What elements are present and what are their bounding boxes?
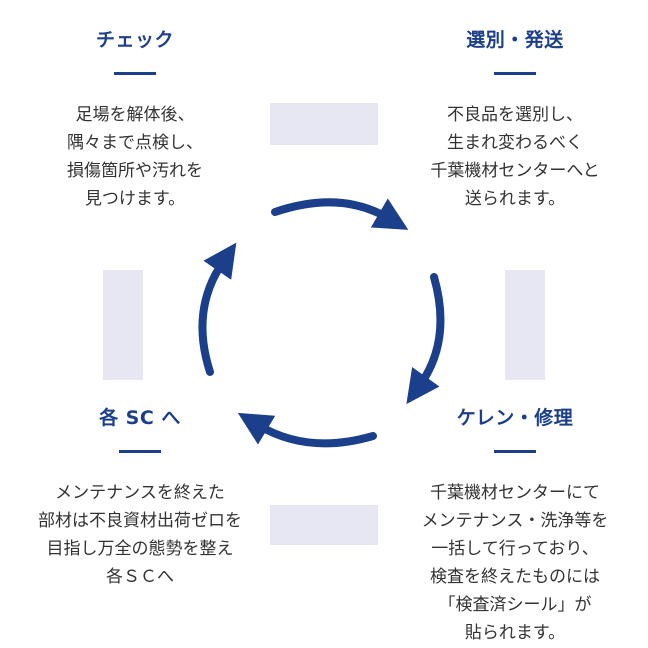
ring-segment-top <box>270 103 378 145</box>
arrow-check-to-sort <box>271 198 409 230</box>
step-check-line: 見つけます。 <box>84 189 186 209</box>
arrow-repair-to-deliver <box>237 412 377 448</box>
arrow-deliver-to-check <box>198 242 237 376</box>
step-clean-repair: ケレン・修理 千葉機材センターにて メンテナンス・洗浄等を 一括して行っており、… <box>400 406 630 647</box>
ring-segment-right <box>505 270 545 380</box>
step-sort-ship-line: 千葉機材センターへと <box>430 161 600 181</box>
step-clean-repair-line: 検査を終えたものには <box>430 567 600 587</box>
step-to-each-sc-divider <box>119 450 161 453</box>
step-check-divider <box>114 72 156 75</box>
step-check-line: 隅々まで点検し、 <box>67 133 203 153</box>
step-to-each-sc-line: メンテナンスを終えた <box>55 483 225 503</box>
ring-segment-bottom <box>270 505 378 545</box>
step-clean-repair-line: 貼られます。 <box>464 623 566 643</box>
step-clean-repair-description: 千葉機材センターにて メンテナンス・洗浄等を 一括して行っており、 検査を終えた… <box>400 479 630 647</box>
step-sort-ship-divider <box>494 72 536 75</box>
step-check-line: 損傷箇所や汚れを <box>67 161 203 181</box>
step-to-each-sc-description: メンテナンスを終えた 部材は不良資材出荷ゼロを 目指し万全の態勢を整え 各ＳＣへ <box>10 479 270 591</box>
background-ring <box>103 103 545 545</box>
step-clean-repair-title: ケレン・修理 <box>456 407 574 429</box>
step-clean-repair-line: 「検査済シール」が <box>438 595 592 615</box>
step-sort-ship: 選別・発送 不良品を選別し、 生まれ変わるべく 千葉機材センターへと 送られます… <box>405 28 625 213</box>
step-to-each-sc-line: 目指し万全の態勢を整え <box>46 539 234 559</box>
ring-segment-left <box>103 270 143 380</box>
step-clean-repair-line: 一括して行っており、 <box>431 539 599 559</box>
step-clean-repair-line: 千葉機材センターにて <box>430 483 600 503</box>
step-sort-ship-line: 不良品を選別し、 <box>447 105 583 125</box>
step-check-description: 足場を解体後、 隅々まで点検し、 損傷箇所や汚れを 見つけます。 <box>35 101 235 213</box>
step-sort-ship-line: 送られます。 <box>464 189 566 209</box>
step-check: チェック 足場を解体後、 隅々まで点検し、 損傷箇所や汚れを 見つけます。 <box>35 28 235 213</box>
step-check-title: チェック <box>95 29 174 51</box>
step-sort-ship-description: 不良品を選別し、 生まれ変わるべく 千葉機材センターへと 送られます。 <box>405 101 625 213</box>
step-sort-ship-line: 生まれ変わるべく <box>447 133 583 153</box>
step-sort-ship-title: 選別・発送 <box>466 29 564 51</box>
step-to-each-sc: 各 SC へ メンテナンスを終えた 部材は不良資材出荷ゼロを 目指し万全の態勢を… <box>10 406 270 591</box>
step-clean-repair-divider <box>494 450 536 453</box>
step-to-each-sc-line: 部材は不良資材出荷ゼロを <box>38 511 242 531</box>
step-to-each-sc-line: 各ＳＣへ <box>106 567 174 587</box>
step-to-each-sc-title: 各 SC へ <box>99 407 181 429</box>
arrow-sort-to-repair <box>406 273 445 405</box>
step-clean-repair-line: メンテナンス・洗浄等を <box>421 511 609 531</box>
step-check-line: 足場を解体後、 <box>75 105 195 125</box>
